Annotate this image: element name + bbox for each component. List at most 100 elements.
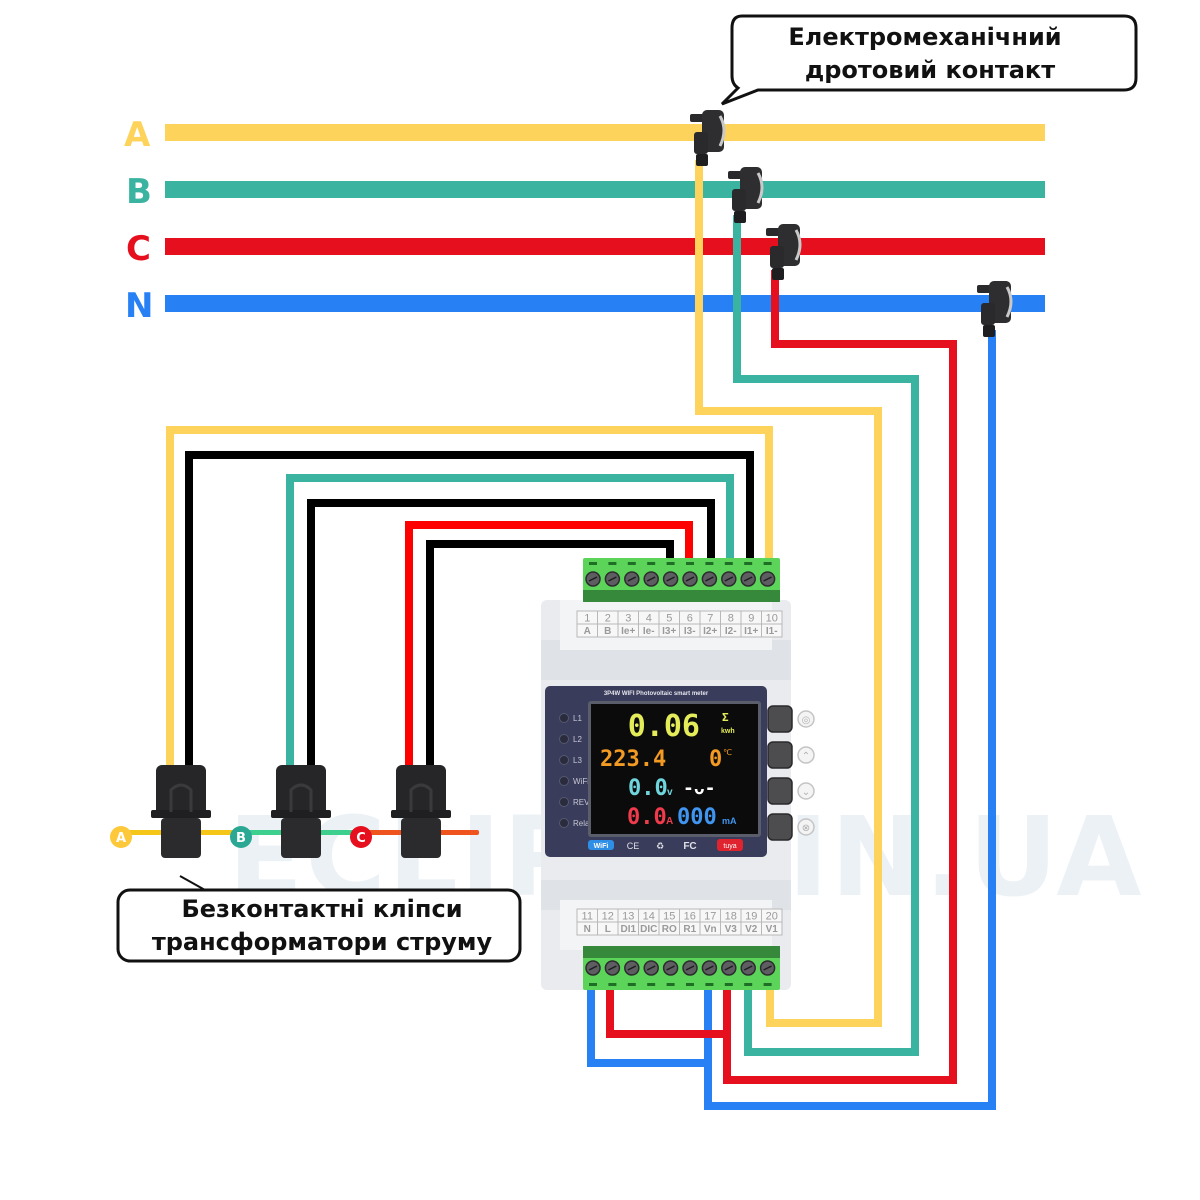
bottom-terminal-number: 18 (725, 911, 737, 923)
top-terminal-label: I3+ (662, 626, 676, 637)
up-icon (797, 746, 815, 764)
tuya-badge-label: tuya (723, 843, 736, 850)
ct-wire-b-minus (307, 499, 715, 765)
top-terminal-label: I2- (725, 626, 737, 637)
bottom-terminal-number: 20 (766, 911, 778, 923)
bottom-terminal-number: 15 (663, 911, 675, 923)
top-terminal-number: 10 (766, 613, 778, 625)
top-terminal-block (583, 558, 780, 602)
voltage-wire-c (723, 270, 957, 1084)
wire-clamp-a (690, 110, 726, 166)
ct-badge-label-b: B (236, 831, 246, 846)
down-button[interactable]: ⌄ (767, 777, 815, 805)
meter-buttons: ◎ ⌃ ⌄ ⊗ (767, 705, 815, 841)
led-label: Relay (573, 819, 593, 828)
bottom-terminal-label: V3 (725, 924, 738, 935)
top-terminal-label: I1- (766, 626, 778, 637)
energy-unit: kwh (721, 728, 735, 735)
led-wifi: WiFi (559, 776, 589, 786)
ct-badge-b (230, 826, 252, 848)
callout-wire-contact: Електромеханічний дротовий контакт (720, 14, 1138, 106)
leak-current-unit: mA (722, 816, 737, 826)
bottom-terminal-number: 19 (745, 911, 757, 923)
phase-line-b (165, 181, 1045, 198)
bottom-terminal-label: L (605, 924, 611, 935)
top-terminal-label: Ie+ (621, 626, 635, 637)
led-label: L3 (573, 756, 582, 765)
ct-badge-label-c: C (356, 831, 366, 846)
escape-glyph: ⊗ (802, 823, 810, 834)
led-relay: Relay (559, 818, 593, 828)
ct-wire-c-plus (405, 521, 693, 765)
callout-ct-clips: Безконтактні кліпси трансформатори струм… (116, 875, 522, 963)
ct-clamp-a: A (110, 765, 239, 858)
top-terminal-number: 3 (625, 613, 631, 625)
escape-button[interactable]: ⊗ (767, 813, 815, 841)
voltage-small: 0.0 (628, 776, 668, 801)
callout-top-line2: дротовий контакт (805, 56, 1055, 84)
ct-badge-label-a: A (116, 831, 126, 846)
status-symbol: -ᴗ- (683, 778, 716, 799)
ct-clamp-b: B (230, 765, 359, 858)
led-l1: L1 (559, 713, 582, 723)
ct-clamp-c: C (350, 765, 479, 858)
voltage-unit: v (667, 787, 673, 798)
bottom-terminal-label: DI1 (620, 924, 636, 935)
wifi-badge-label: WiFi (594, 843, 609, 850)
top-terminal-number: 5 (666, 613, 672, 625)
wire-clamp-c (766, 224, 802, 280)
power-wire-n (587, 990, 708, 1067)
top-terminal-number: 1 (584, 613, 590, 625)
menu-button[interactable]: ◎ (767, 705, 815, 733)
bottom-terminal-number: 13 (622, 911, 634, 923)
top-terminal-number: 9 (748, 613, 754, 625)
ct-wire-a-minus (185, 451, 754, 765)
led-l3: L3 (559, 755, 582, 765)
leak-current-value: 000 (677, 805, 717, 830)
top-terminal-number: 2 (605, 613, 611, 625)
phase-label-c: C (126, 229, 151, 269)
bottom-terminal-number: 17 (704, 911, 716, 923)
bottom-terminal-number: 12 (602, 911, 614, 923)
bottom-terminal-block (583, 946, 780, 990)
fc-mark: FC (683, 841, 696, 852)
led-label: WiFi (573, 777, 589, 786)
voltage-wire-a (695, 160, 882, 1027)
phase-line-c (165, 238, 1045, 255)
voltage-wire-n (704, 330, 996, 1110)
top-terminal-label: I2+ (703, 626, 717, 637)
top-terminal-label: I1+ (744, 626, 758, 637)
energy-value: 0.06 (628, 709, 700, 744)
meter-model-title: 3P4W WIFI Photovoltaic smart meter (604, 691, 709, 697)
ct-wires (166, 426, 773, 765)
bottom-terminal-number: 14 (643, 911, 655, 923)
ct-wire-b-plus (286, 474, 734, 765)
phase-lines: A B C N (124, 115, 1045, 326)
bottom-terminal-label: V1 (766, 924, 779, 935)
up-button[interactable]: ⌃ (767, 741, 815, 769)
wire-clamp-b (728, 167, 764, 223)
top-terminal-label: I3- (684, 626, 696, 637)
led-rev: REV (559, 797, 590, 807)
callout-top-line1: Електромеханічний (788, 23, 1061, 51)
voltage-wire-b (733, 215, 919, 1056)
top-terminal-label: Ie- (643, 626, 655, 637)
power-wire-l (606, 990, 727, 1038)
ct-wire-a-plus (166, 426, 773, 765)
phase-label-a: A (124, 115, 151, 155)
top-terminal-number: 6 (687, 613, 693, 625)
tuya-badge (717, 839, 743, 851)
temperature-unit: ℃ (723, 748, 732, 757)
bottom-terminal-label: V2 (745, 924, 758, 935)
callout-bottom-line2: трансформатори струму (152, 928, 493, 956)
down-icon (797, 782, 815, 800)
bottom-terminal-label: R1 (683, 924, 696, 935)
wifi-badge (588, 840, 614, 850)
led-label: L1 (573, 714, 582, 723)
lcd-screen (591, 704, 758, 834)
bottom-terminal-label: N (584, 924, 591, 935)
